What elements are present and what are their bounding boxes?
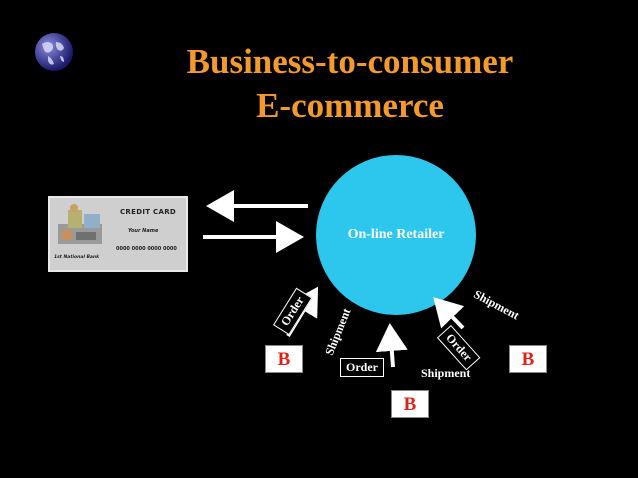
globe-icon	[35, 33, 73, 71]
credit-card-bank: 1st National Bank	[54, 255, 100, 260]
arrow-order-center	[375, 323, 408, 368]
order-label-center: Order	[340, 358, 384, 377]
online-retailer-circle	[316, 155, 476, 315]
credit-card-picture	[58, 204, 102, 244]
shipment-label-center: Shipment	[421, 366, 471, 380]
credit-card-name: Your Name	[128, 228, 159, 234]
buyer-box-center: B	[391, 390, 429, 418]
online-retailer-label: On-line Retailer	[347, 227, 445, 242]
credit-card: CREDIT CARD Your Name 0000 0000 0000 000…	[48, 196, 188, 272]
title-line-2: E-commerce	[256, 86, 444, 125]
title-line-1: Business-to-consumer	[186, 42, 514, 81]
arrow-order-right	[433, 297, 465, 330]
page-title: Business-to-consumer E-commerce	[150, 40, 550, 128]
credit-card-title: CREDIT CARD	[120, 208, 176, 216]
credit-card-number: 0000 0000 0000 0000	[116, 246, 177, 252]
buyer-box-left: B	[265, 345, 303, 373]
buyer-box-right: B	[509, 345, 547, 373]
